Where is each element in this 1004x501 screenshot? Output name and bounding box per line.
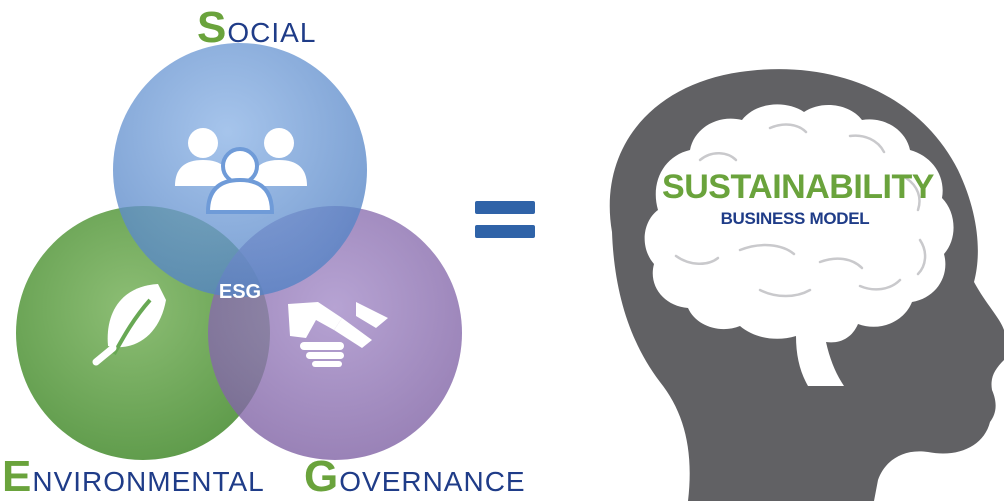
environmental-caption: ENVIRONMENTAL [2,452,265,501]
people-icon [175,128,307,214]
brain-icon [644,104,954,386]
governance-caption: GOVERNANCE [304,452,526,501]
leaf-icon [92,284,166,366]
equals-bar-top [475,201,535,214]
brain-folds [674,123,927,298]
esg-venn-diagram: ESG [16,43,462,460]
social-caption: SOCIAL [197,3,317,52]
handshake-icon [288,302,388,367]
brain-subtitle: BUSINESS MODEL [720,209,870,228]
esg-center-label: ESG [219,281,261,303]
equals-bar-bottom [475,225,535,238]
equals-icon [475,201,535,249]
brain-title: SUSTAINABILITY [662,168,934,206]
